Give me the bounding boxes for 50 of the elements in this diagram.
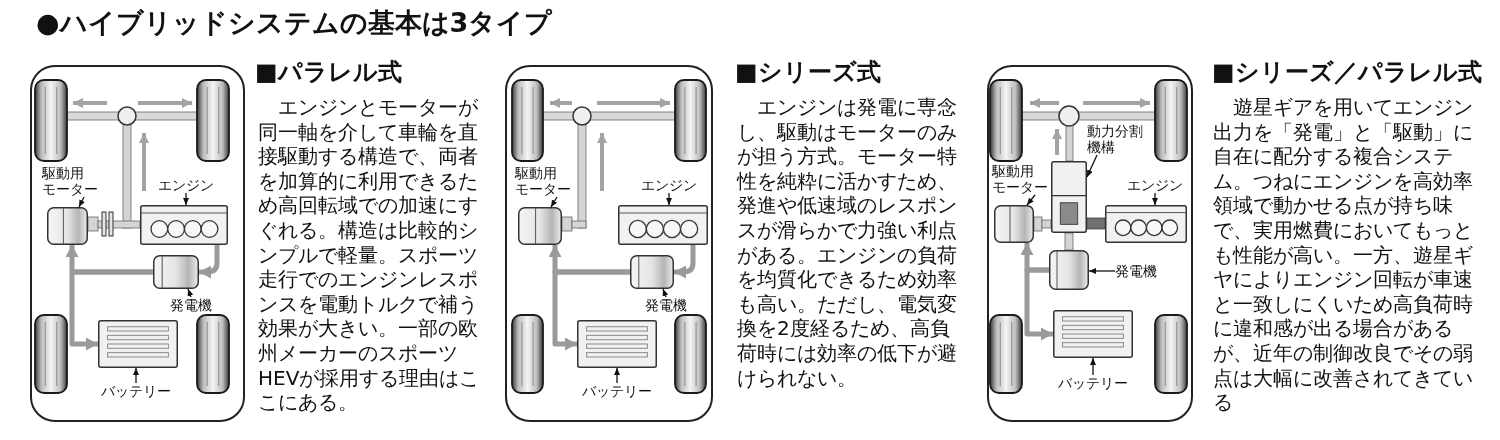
power-split-unit-drawing: [1051, 161, 1087, 233]
flow-arrow: [69, 269, 153, 350]
section-heading: ■シリーズ／パラレル式: [1212, 57, 1482, 87]
generator-drawing: [630, 255, 674, 289]
leader-arrow: [666, 192, 672, 206]
section-heading: ■シリーズ式: [735, 57, 881, 87]
engine-drawing: [140, 205, 228, 245]
generator-drawing: [153, 255, 199, 289]
flow-arrow: [552, 269, 630, 350]
battery-drawing: [577, 320, 657, 368]
battery-drawing: [98, 320, 178, 368]
leader-arrow: [662, 288, 668, 298]
part-label: バッテリー: [1058, 375, 1128, 391]
leader-arrow: [614, 367, 620, 384]
leader-arrow: [183, 192, 189, 206]
leader-arrow: [1090, 357, 1096, 376]
leader-arrow: [1026, 194, 1036, 206]
part-label: 駆動用モーター: [42, 165, 100, 197]
body-text: 遊星ギアを用いてエンジン出力を「発電」と「駆動」に自在に配分する複合システム。つねにエンジンを高効率領域で動かせる点が持ち味で、実用燃費においてもっとも性能が高い。一方、遊星ギヤによりエンジン回転が車速と一致しにくいため高負荷時に違和感が出る場合があるが、近年の制御改良でその弱点は大幅に改善されてきている: [1213, 95, 1474, 415]
part-label: エンジン: [1127, 177, 1183, 193]
body-text: エンジンとモーターが同一軸を介して車輪を直接駆動する構造で、両者を加算的に利用できるため高回転域での加速にすぐれる。構造は比較的シンプルで軽量。スポーツ走行でのエンジンレスポンスを電動トルクで補う効果が大きい。一部の欧州メーカーのスポーツHEVが採用する理由はここにある。: [258, 95, 480, 415]
body-text: エンジンは発電に専念し、駆動はモーターのみが担う方式。モーター特性を純粋に活かすため、発進や低速域のレスポンスが滑らかで力強い利点がある。エンジンの負荷を均質化できるため効率も高い。ただし、電気変換を2度経るため、高負荷時には効率の低下が避けられない。: [737, 95, 958, 391]
leader-arrow: [1152, 192, 1158, 206]
leader-arrow: [187, 288, 193, 298]
part-label: 発電機: [645, 297, 687, 313]
part-label: バッテリー: [101, 383, 171, 399]
flow-arrow: [1024, 267, 1053, 340]
flow-arrow: [674, 245, 696, 278]
motor-drawing: [994, 205, 1034, 243]
part-label: エンジン: [158, 177, 214, 193]
battery-drawing: [1053, 310, 1133, 358]
generator-drawing: [1049, 250, 1089, 290]
part-label: 動力分割機構: [1087, 123, 1145, 155]
part-label: 発電機: [170, 297, 212, 313]
leader-arrow: [133, 367, 139, 384]
engine-drawing: [1105, 205, 1187, 243]
section-heading: ■パラレル式: [255, 57, 402, 87]
part-label: エンジン: [641, 177, 697, 193]
leader-arrow: [1088, 268, 1116, 274]
title: ●ハイブリッドシステムの基本は3タイプ: [36, 6, 553, 40]
motor-drawing: [47, 207, 88, 245]
part-label: 駆動用モーター: [992, 163, 1050, 195]
leader-arrow: [550, 196, 558, 208]
engine-drawing: [618, 205, 708, 245]
leader-arrow: [1086, 154, 1098, 178]
part-label: バッテリー: [582, 383, 652, 399]
part-label: 発電機: [1115, 263, 1157, 279]
motor-drawing: [518, 207, 562, 245]
leader-arrow: [78, 196, 85, 208]
part-label: 駆動用モーター: [515, 165, 573, 197]
